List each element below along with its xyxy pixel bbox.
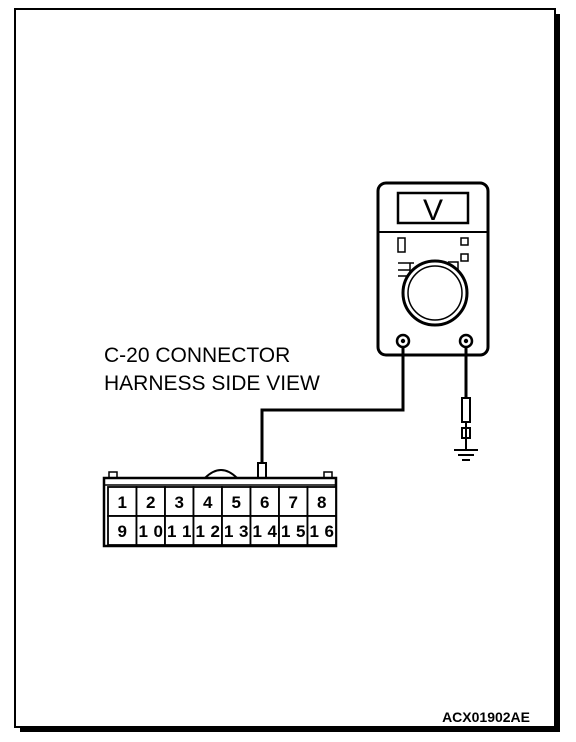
ground-icon <box>454 449 478 461</box>
positive-probe-lead <box>260 347 405 465</box>
connector-pin-cell <box>221 515 252 546</box>
connector-label-line2: HARNESS SIDE VIEW <box>104 372 320 395</box>
connector-pin-cell <box>135 515 166 546</box>
connector-pin-cell <box>107 515 138 546</box>
multimeter-range-marks <box>398 261 459 277</box>
connector-pin-cell <box>306 515 337 546</box>
connector-pin-label: 3 <box>175 493 184 512</box>
frame-border <box>14 8 556 728</box>
connector-pin-cell <box>192 515 223 546</box>
connector-label-line1: C-20 CONNECTOR <box>104 344 290 367</box>
multimeter-indicator-right-bottom <box>460 253 469 262</box>
multimeter-jack-ground-hole <box>463 338 469 344</box>
connector-latch <box>204 469 238 479</box>
multimeter-indicator-right-top <box>460 237 469 246</box>
connector-pin-label: 8 <box>317 493 326 512</box>
connector-pin-cell <box>221 486 252 517</box>
connector-pin-cell <box>306 486 337 517</box>
multimeter <box>376 181 490 357</box>
multimeter-dial-inner <box>407 265 463 321</box>
connector-pin-label: 1 <box>118 493 127 512</box>
connector-pin-label: 2 <box>146 493 155 512</box>
multimeter-display-symbol: V <box>423 194 443 227</box>
multimeter-jack-positive-hole <box>400 338 406 344</box>
connector-pin-label: 4 <box>203 493 213 512</box>
connector-pin-cell <box>278 515 309 546</box>
multimeter-display <box>396 191 470 225</box>
connector-pin-cell <box>249 486 280 517</box>
figure-code: ACX01902AE <box>442 709 530 725</box>
connector-pin-label: 6 <box>260 493 269 512</box>
connector-pin-label: 5 <box>232 493 241 512</box>
ground-probe-clip <box>461 397 471 423</box>
multimeter-indicator-left <box>397 237 406 253</box>
connector-pin-label: 7 <box>289 493 298 512</box>
connector-pin-label: 9 <box>118 522 127 541</box>
